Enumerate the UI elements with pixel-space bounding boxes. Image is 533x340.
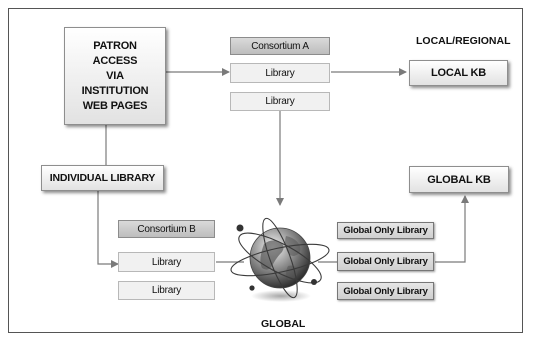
arrow-individual-to-consortium-b	[97, 191, 119, 268]
arrow-global-only-to-global-kb	[435, 195, 469, 263]
global-only-library-2: Global Only Library	[337, 252, 434, 271]
patron-line-4: INSTITUTION	[81, 84, 149, 97]
global-label: GLOBAL	[261, 318, 306, 330]
local-regional-label: LOCAL/REGIONAL	[416, 35, 511, 47]
global-only-library-1: Global Only Library	[337, 222, 434, 239]
global-only-library-3: Global Only Library	[337, 282, 434, 300]
consortium-a-header: Consortium A	[230, 37, 330, 55]
consortium-a-library-2: Library	[230, 92, 330, 111]
consortium-b-library-1: Library	[118, 252, 215, 272]
patron-line-5: WEB PAGES	[82, 99, 148, 112]
consortium-a-library-1: Library	[230, 63, 330, 83]
patron-access-box: PATRON ACCESS VIA INSTITUTION WEB PAGES	[64, 27, 166, 125]
patron-line-2: ACCESS	[92, 54, 138, 67]
patron-line-3: VIA	[106, 69, 124, 82]
consortium-b-library-2: Library	[118, 281, 215, 300]
global-kb-box: GLOBAL KB	[409, 166, 509, 193]
patron-line-1: PATRON	[93, 39, 137, 52]
consortium-b-header: Consortium B	[118, 220, 215, 238]
local-kb-box: LOCAL KB	[409, 60, 508, 86]
globe-with-orbits-icon	[230, 217, 330, 302]
individual-library-box: INDIVIDUAL LIBRARY	[41, 165, 164, 191]
